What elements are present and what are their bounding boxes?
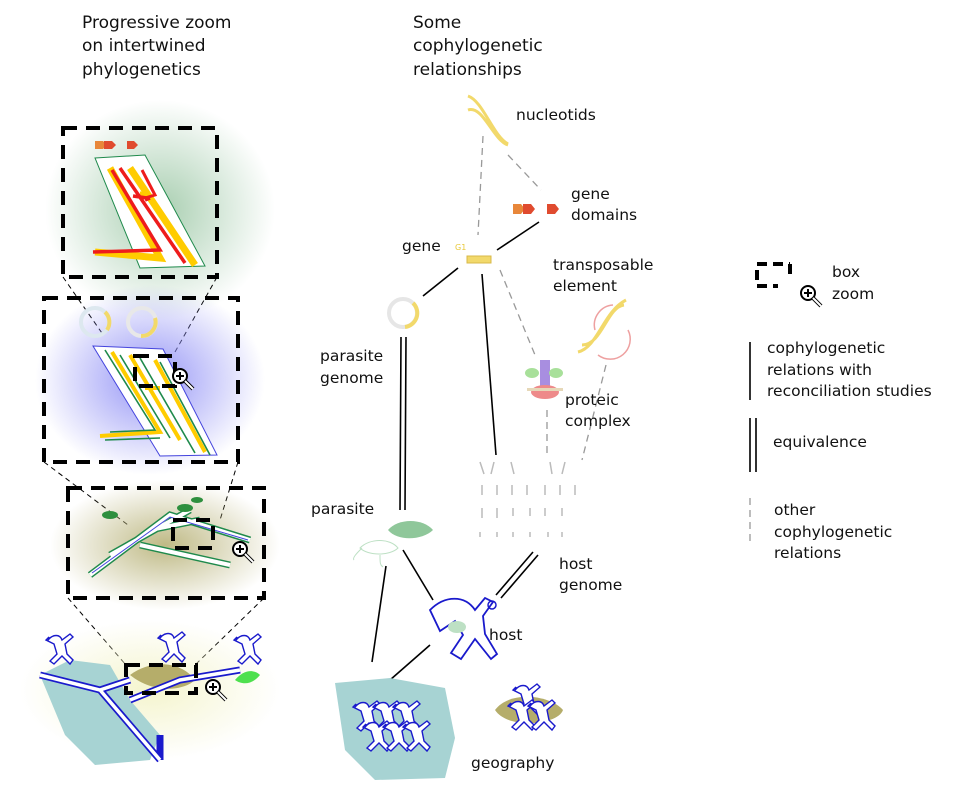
title-line: on intertwined xyxy=(82,36,206,56)
legend-label: relations with xyxy=(767,361,872,379)
node-host: host xyxy=(428,596,522,661)
node-parasite-genome: parasite genome xyxy=(320,297,420,387)
legend-label: box xyxy=(832,263,860,281)
legend-label: cophylogenetic xyxy=(767,339,885,357)
zoom-box xyxy=(66,486,266,600)
magnifier-icon xyxy=(799,284,823,308)
zoom-level-gene-tree xyxy=(45,100,275,320)
node-label: geography xyxy=(471,754,554,772)
gene-tag: G1 xyxy=(455,243,466,252)
node-label: host xyxy=(559,555,592,573)
title-line: phylogenetics xyxy=(82,60,201,80)
node-label: gene xyxy=(402,237,441,255)
zoom-level-genome-tree xyxy=(35,285,265,475)
zoom-box-small xyxy=(124,663,198,695)
node-label: nucleotids xyxy=(516,106,596,124)
zoom-box xyxy=(42,296,240,464)
gene-domains-icon xyxy=(513,204,559,214)
node-gene: gene G1 xyxy=(402,237,492,264)
legend-other: other cophylogenetic relations xyxy=(749,498,892,562)
center-title: Some cophylogenetic relationships xyxy=(413,13,543,80)
gene-icon xyxy=(466,255,492,264)
legend-box-zoom: box zoom xyxy=(755,262,874,308)
zoom-box-small xyxy=(171,518,215,550)
title-line: Some xyxy=(413,13,461,33)
legend-label: cophylogenetic xyxy=(774,523,892,541)
node-label: transposable xyxy=(553,256,653,274)
node-label: genome xyxy=(559,576,622,594)
node-host-genome: host genome xyxy=(479,461,622,594)
node-geography: geography xyxy=(335,678,563,780)
zoom-level-host-geography xyxy=(20,620,280,765)
legend-label: relations xyxy=(774,544,841,562)
node-label: parasite xyxy=(320,347,383,365)
node-transposable-element: transposable element xyxy=(553,256,653,360)
legend-label: reconciliation studies xyxy=(767,382,932,400)
legend-label: zoom xyxy=(832,285,874,303)
relation-edges xyxy=(371,135,607,681)
title-line: relationships xyxy=(413,60,522,80)
zoom-level-species-tree xyxy=(50,480,280,610)
node-label: parasite xyxy=(311,500,374,518)
legend-label: equivalence xyxy=(773,433,867,451)
node-parasite: parasite xyxy=(311,500,433,568)
legend-reconciliation: cophylogenetic relations with reconcilia… xyxy=(749,339,932,400)
node-label: domains xyxy=(571,206,637,224)
node-label: gene xyxy=(571,185,610,203)
title-line: cophylogenetic xyxy=(413,36,543,56)
node-gene-domains: gene domains xyxy=(513,185,637,224)
left-title: Progressive zoom on intertwined phylogen… xyxy=(82,13,231,80)
legend: box zoom cophylogenetic relations with r… xyxy=(749,262,932,562)
legend-label: other xyxy=(774,501,816,519)
parasite-icon xyxy=(388,521,433,539)
node-label: element xyxy=(553,277,617,295)
node-proteic-complex: proteic complex xyxy=(525,360,631,430)
legend-equivalence: equivalence xyxy=(749,418,867,472)
node-nucleotids: nucleotids xyxy=(467,94,596,147)
zoom-box xyxy=(61,126,219,279)
node-label: host xyxy=(489,626,522,644)
karyotype-icon xyxy=(479,461,576,537)
node-label: complex xyxy=(565,412,631,430)
node-label: genome xyxy=(320,369,383,387)
dna-icon xyxy=(577,298,627,354)
gene-domains-icon xyxy=(95,141,138,149)
node-label: proteic xyxy=(565,391,619,409)
title-line: Progressive zoom xyxy=(82,13,231,33)
dna-icon xyxy=(467,94,509,147)
